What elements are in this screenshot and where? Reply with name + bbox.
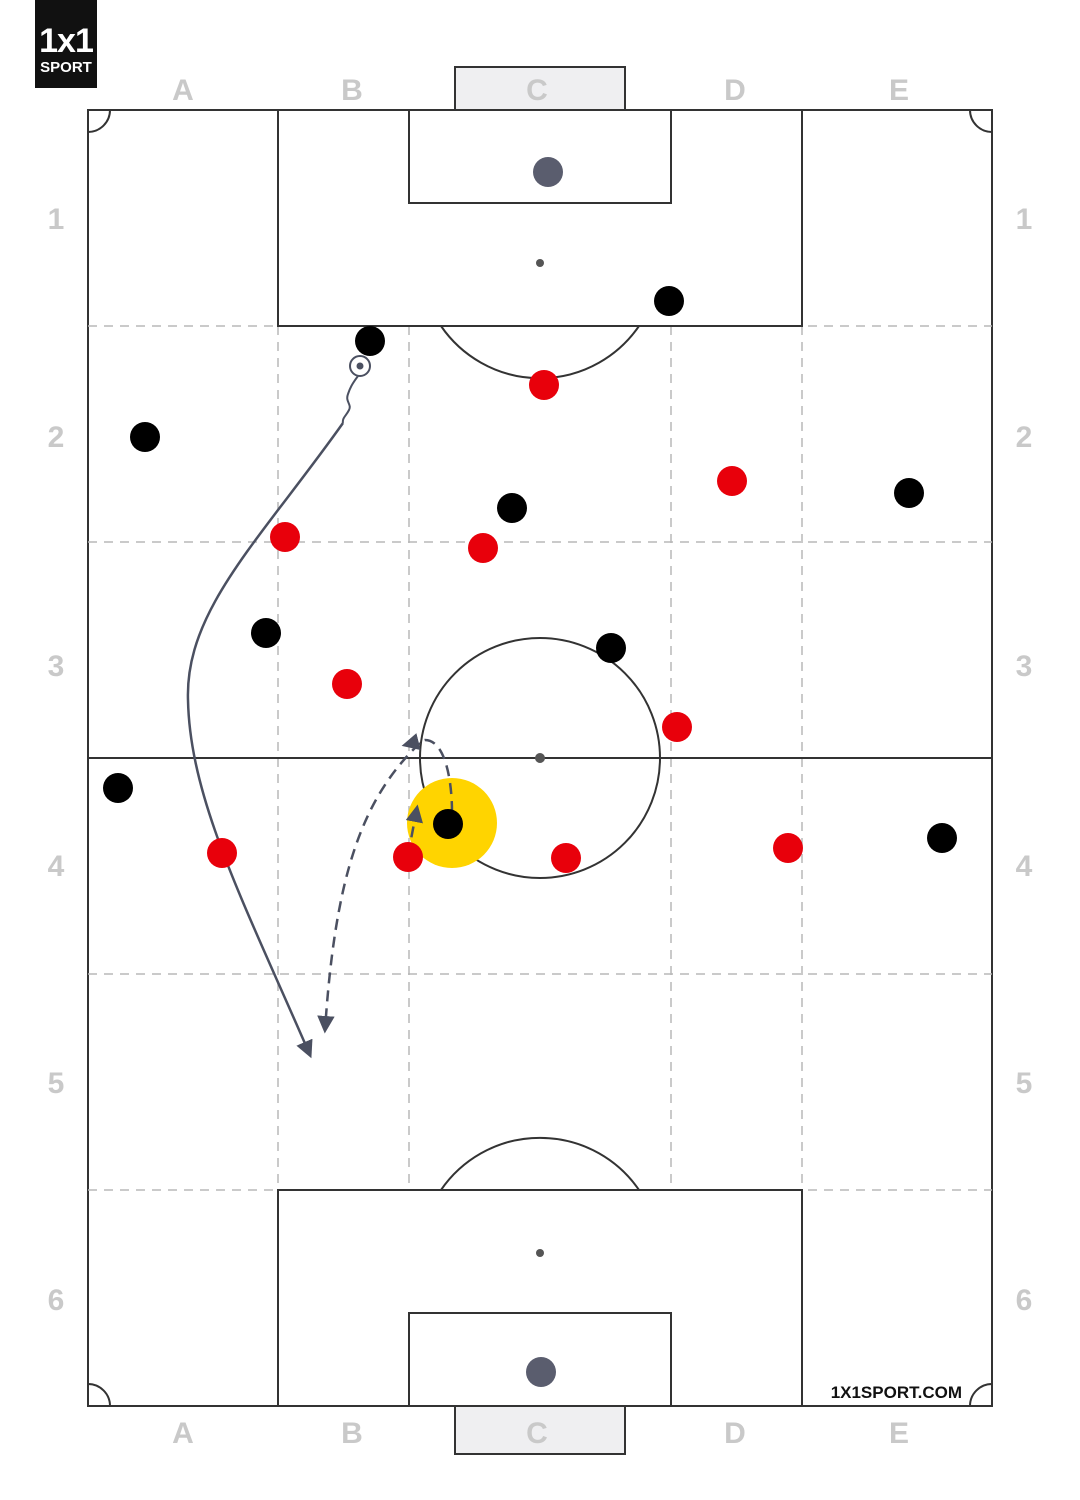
column-label-b-top: B	[341, 74, 363, 107]
column-label-b-bottom: B	[341, 1417, 363, 1450]
row-label-5-right: 5	[1016, 1067, 1033, 1100]
bottom-penalty-spot	[536, 1249, 544, 1257]
player-black	[654, 286, 684, 316]
top-goal	[454, 66, 626, 111]
website-label: 1X1SPORT.COM	[831, 1383, 962, 1402]
row-label-3-right: 3	[1016, 650, 1033, 683]
column-label-d-bottom: D	[724, 1417, 746, 1450]
column-labels-top: A B C D E	[172, 74, 909, 107]
player-red	[207, 838, 237, 868]
row-labels-left: 1 2 3 4 5 6	[48, 203, 65, 1317]
column-label-e-top: E	[889, 74, 909, 107]
column-label-a-top: A	[172, 74, 194, 107]
row-label-5-left: 5	[48, 1067, 65, 1100]
player-red	[468, 533, 498, 563]
black-team	[103, 286, 957, 853]
row-label-4-right: 4	[1016, 850, 1033, 883]
bottom-goalkeeper-marker	[526, 1357, 556, 1387]
column-label-c-bottom: C	[526, 1417, 548, 1450]
logo-top-text: 1x1	[39, 22, 94, 60]
player-red	[773, 833, 803, 863]
row-label-1-left: 1	[48, 203, 65, 236]
top-penalty-spot	[536, 259, 544, 267]
player-red	[529, 370, 559, 400]
row-label-2-right: 2	[1016, 421, 1033, 454]
row-label-6-right: 6	[1016, 1284, 1033, 1317]
player-black	[103, 773, 133, 803]
red-team	[207, 370, 803, 873]
bottom-goal	[454, 1405, 626, 1455]
player-red	[717, 466, 747, 496]
player-black	[355, 326, 385, 356]
player-red	[551, 843, 581, 873]
player-black-highlighted	[433, 809, 463, 839]
logo-bottom-text: SPORT	[40, 59, 92, 76]
column-label-e-bottom: E	[889, 1417, 909, 1450]
row-label-6-left: 6	[48, 1284, 65, 1317]
column-labels-bottom: A B C D E	[172, 1417, 909, 1450]
dribble-path-wavy	[341, 375, 359, 424]
column-label-d-top: D	[724, 74, 746, 107]
player-red	[270, 522, 300, 552]
player-red	[332, 669, 362, 699]
center-spot	[535, 753, 545, 763]
player-black	[927, 823, 957, 853]
player-black	[251, 618, 281, 648]
player-black	[596, 633, 626, 663]
brand-logo: 1x1 SPORT	[35, 0, 97, 88]
run-arrow-dashed-long	[317, 742, 421, 1034]
run-arrow-dashed-short	[401, 733, 454, 813]
player-red	[662, 712, 692, 742]
player-black	[130, 422, 160, 452]
row-label-3-left: 3	[48, 650, 65, 683]
top-goalkeeper-marker	[533, 157, 563, 187]
row-label-1-right: 1	[1016, 203, 1033, 236]
ball-icon	[349, 355, 371, 377]
row-label-2-left: 2	[48, 421, 65, 454]
pass-arrow-solid	[186, 422, 345, 1059]
row-label-4-left: 4	[48, 850, 65, 883]
row-labels-right: 1 2 3 4 5 6	[1016, 203, 1033, 1317]
column-label-a-bottom: A	[172, 1417, 194, 1450]
column-label-c-top: C	[526, 74, 548, 107]
player-red	[393, 842, 423, 872]
player-black	[497, 493, 527, 523]
pitch-markings	[87, 109, 993, 1407]
player-black	[894, 478, 924, 508]
